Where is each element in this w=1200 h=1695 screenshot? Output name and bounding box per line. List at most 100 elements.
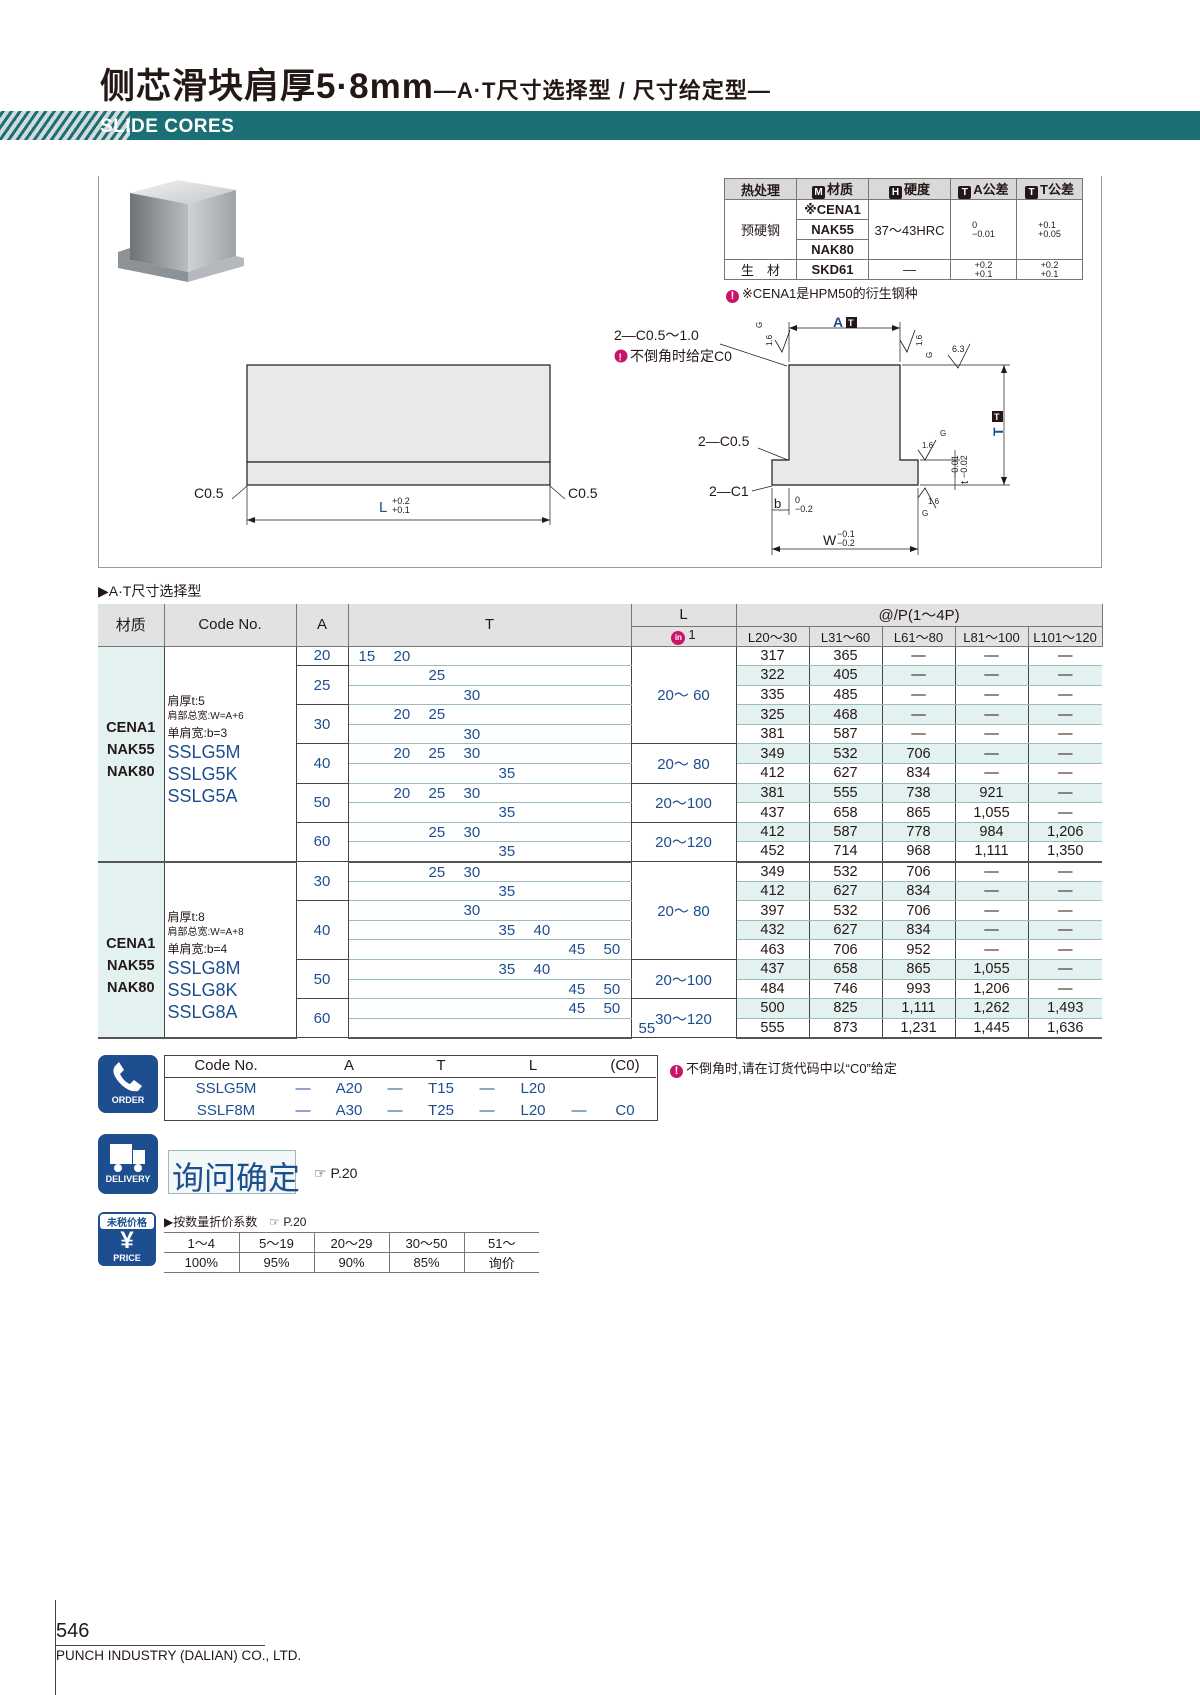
t-value: 40 <box>533 961 551 978</box>
price-cell: — <box>882 685 956 706</box>
t-value: 30 <box>463 686 481 704</box>
delivery-icon: DELIVERY <box>98 1134 158 1194</box>
t-values: 25 <box>348 665 632 686</box>
price-cell: — <box>882 724 956 745</box>
price-cell: 627 <box>809 920 883 941</box>
svg-text:−0.2: −0.2 <box>795 504 813 514</box>
svg-text:0: 0 <box>795 495 800 505</box>
t-value: 50 <box>603 1000 621 1018</box>
price-cell: — <box>955 900 1029 921</box>
price-cell: — <box>955 665 1029 686</box>
price-cell: — <box>955 920 1029 941</box>
price-cell: 437 <box>736 802 810 823</box>
price-cell: 412 <box>736 881 810 902</box>
col-price: @/P(1～4P) <box>736 604 1103 627</box>
section-header-bar <box>0 111 1200 140</box>
price-cell: 452 <box>736 841 810 863</box>
svg-text:G: G <box>922 509 928 518</box>
t-value: 25 <box>428 667 446 685</box>
t-value: 50 <box>603 941 621 959</box>
drawing-l-label: L <box>379 499 387 516</box>
price-cell: 778 <box>882 822 956 843</box>
t-values: 35 <box>348 841 632 863</box>
svg-text:1.6: 1.6 <box>915 334 924 346</box>
t-values: 55 <box>348 1018 655 1039</box>
t-value: 30 <box>463 725 481 743</box>
price-cell: 658 <box>809 959 883 980</box>
a-value: 40 <box>296 743 349 784</box>
price-cell: 952 <box>882 939 956 960</box>
svg-text:W: W <box>823 532 837 548</box>
price-cell: 1,350 <box>1028 841 1103 863</box>
price-cell: 706 <box>882 743 956 765</box>
price-cell: — <box>1028 665 1103 686</box>
price-cell: 381 <box>736 783 810 804</box>
price-cell: 984 <box>955 822 1029 843</box>
price-cell: 714 <box>809 841 883 863</box>
price-cell: 834 <box>882 763 956 784</box>
svg-text:1.6: 1.6 <box>928 497 940 506</box>
price-cell: 587 <box>809 724 883 745</box>
a-value: 50 <box>296 783 349 823</box>
price-cell: 412 <box>736 763 810 784</box>
price-icon: 未税价格 ¥ PRICE <box>98 1212 156 1266</box>
price-cell: — <box>1028 959 1103 980</box>
t-value: 25 <box>428 706 446 724</box>
price-cell: 381 <box>736 724 810 745</box>
tolerance-icon: T <box>958 186 972 199</box>
company-name: PUNCH INDUSTRY (DALIAN) CO., LTD. <box>56 1648 302 1663</box>
price-cell: 834 <box>882 881 956 902</box>
price-cell: 325 <box>736 704 810 725</box>
svg-text:+0.2: +0.2 <box>392 496 410 506</box>
l-range: 20～ 60 <box>631 646 737 745</box>
price-cell: 1,262 <box>955 998 1029 1019</box>
a-value: 30 <box>296 704 349 745</box>
l-range: 20～120 <box>631 822 737 863</box>
code-number: SSLG8M <box>167 957 241 978</box>
t-values: 30 <box>348 724 632 745</box>
t-value: 25 <box>428 863 446 881</box>
svg-text:G: G <box>755 322 764 328</box>
price-cell: 1,206 <box>1028 822 1103 843</box>
code-number: SSLG8K <box>167 979 238 1000</box>
svg-text:+0.1: +0.1 <box>392 505 410 515</box>
price-cell: 825 <box>809 998 883 1019</box>
price-cell: 1,206 <box>955 979 1029 1000</box>
material-note: !※CENA1是HPM50的衍生钢种 <box>726 283 918 303</box>
svg-text:−0.02: −0.02 <box>959 455 969 478</box>
price-cell: 873 <box>809 1018 883 1039</box>
l-range: 20～100 <box>631 959 737 1000</box>
price-cell: 1,231 <box>882 1018 956 1039</box>
t-value: 30 <box>463 863 481 881</box>
t-value: 45 <box>568 941 586 959</box>
svg-text:−0.2: −0.2 <box>837 538 855 548</box>
price-cell: 335 <box>736 685 810 706</box>
price-cell: 532 <box>809 861 883 882</box>
price-cell: 865 <box>882 802 956 823</box>
price-cell: 865 <box>882 959 956 980</box>
l-range: 20～ 80 <box>631 743 737 784</box>
price-cell: 968 <box>882 841 956 863</box>
price-cell: — <box>1028 939 1103 960</box>
price-cell: — <box>955 763 1029 784</box>
t-value: 20 <box>393 784 411 802</box>
price-cell: 397 <box>736 900 810 921</box>
price-cell: 555 <box>736 1018 810 1039</box>
a-value: 20 <box>296 646 349 667</box>
warning-icon: ! <box>670 1065 683 1078</box>
